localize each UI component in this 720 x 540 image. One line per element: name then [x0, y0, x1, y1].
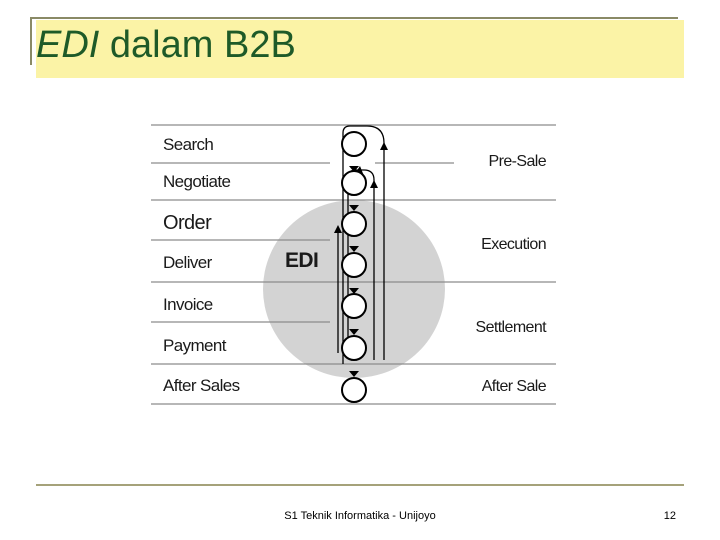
- step-nodes: [341, 131, 367, 403]
- step-label-order: Order: [163, 212, 212, 234]
- step-node: [341, 252, 367, 278]
- step-label-after-sales: After Sales: [163, 376, 240, 395]
- title-rule-left: [30, 17, 32, 65]
- step-node: [341, 377, 367, 403]
- step-label-payment: Payment: [163, 336, 227, 355]
- title-bar: [36, 20, 684, 78]
- edi-label: EDI: [285, 249, 318, 272]
- phase-label-settlement: Settlement: [476, 319, 548, 336]
- phase-label-execution: Execution: [481, 236, 546, 253]
- step-node: [341, 293, 367, 319]
- slide-title: EDI dalam B2B: [36, 24, 296, 67]
- step-node: [341, 335, 367, 361]
- step-label-deliver: Deliver: [163, 253, 213, 272]
- step-node: [341, 131, 367, 157]
- step-label-negotiate: Negotiate: [163, 172, 231, 191]
- step-node: [341, 170, 367, 196]
- page-number: 12: [663, 510, 676, 522]
- title-rule-top: [30, 17, 678, 19]
- phase-label-after-sale: After Sale: [482, 378, 547, 395]
- footer-text: S1 Teknik Informatika - Unijoyo: [284, 510, 436, 522]
- slide-title-rest: dalam B2B: [99, 24, 296, 66]
- row-separators: [151, 124, 556, 405]
- step-node: [341, 211, 367, 237]
- footer-rule: [36, 484, 684, 486]
- step-label-invoice: Invoice: [163, 295, 213, 314]
- step-label-search: Search: [163, 135, 213, 154]
- phase-label-pre-sale: Pre-Sale: [489, 153, 547, 170]
- slide-title-emphasis: EDI: [36, 24, 100, 66]
- node-arrowheads: [349, 166, 359, 377]
